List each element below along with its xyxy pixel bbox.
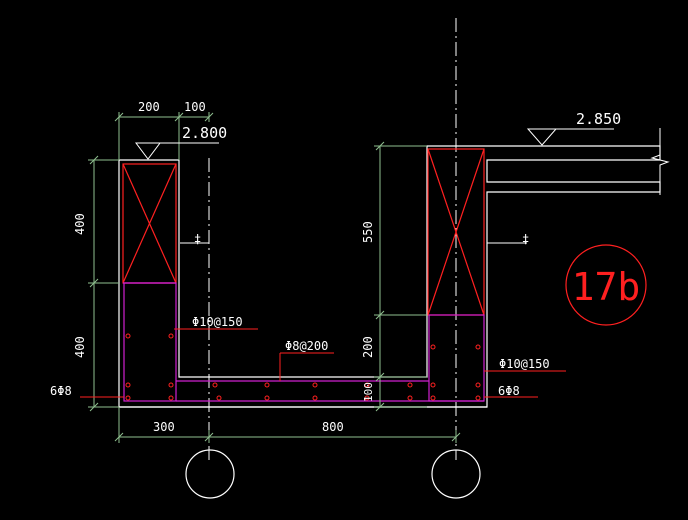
axis-bubble-left [185,449,235,499]
rebar-label-left-stirrup: Φ10@150 [192,315,243,329]
rebar-bars [125,333,481,401]
marker-right: ‡ [522,232,529,246]
dim-right-lower-height: 200 [361,336,375,358]
detail-mark-label: 17b [572,265,641,309]
break-line [650,128,670,195]
dim-bottom-span: 800 [322,420,344,434]
dim-left-upper-height: 400 [73,213,87,235]
dim-right-upper-height: 550 [361,221,375,243]
elevation-marks [135,128,614,160]
dim-left-wall-offset: 100 [184,100,206,114]
left-wall-section [122,163,177,284]
rebar-label-left-longitudinal: 6Φ8 [50,384,72,398]
rebar-label-base: Φ8@200 [285,339,328,353]
elevation-left: 2.800 [182,124,227,142]
concrete-outline [118,145,661,408]
dimension-lines [88,112,461,443]
marker-left: ‡ [194,232,201,246]
detail-mark-circle [565,244,647,326]
elevation-right: 2.850 [576,110,621,128]
dim-bottom-left: 300 [153,420,175,434]
rebar-label-right-stirrup: Φ10@150 [499,357,550,371]
rebar-lines [123,282,485,402]
axis-lines [208,18,457,460]
dim-left-wall-width: 200 [138,100,160,114]
dim-base-thickness: 100 [362,382,375,402]
axis-bubble-right [431,449,481,499]
dim-left-lower-height: 400 [73,336,87,358]
leader-lines [80,328,566,398]
rebar-label-right-longitudinal: 6Φ8 [498,384,520,398]
